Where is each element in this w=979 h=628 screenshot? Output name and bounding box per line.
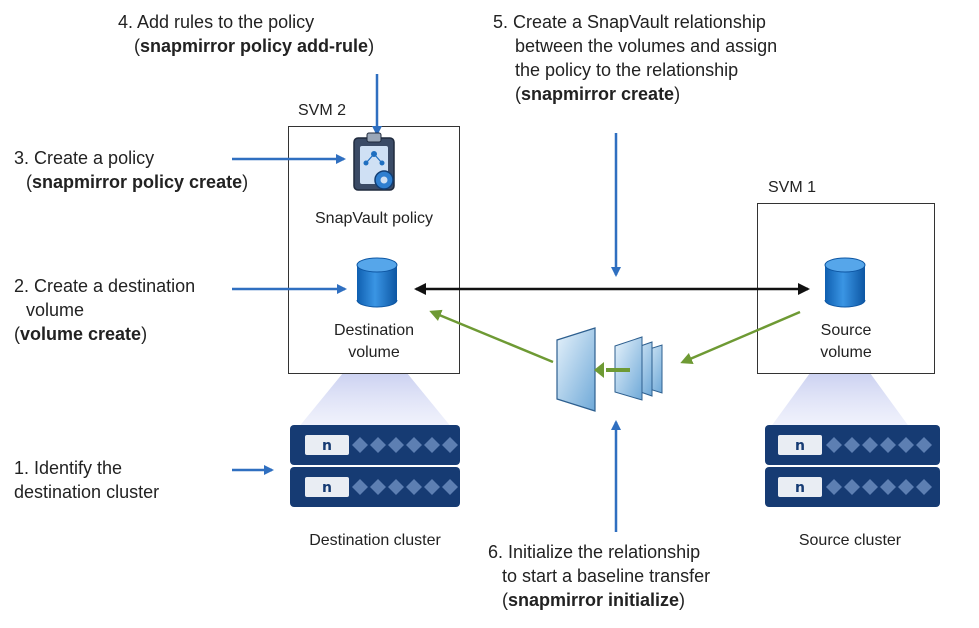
step2-line1: 2. Create a destination [14, 276, 196, 296]
destination-volume-line1: Destination [333, 322, 415, 339]
destination-beam [298, 373, 452, 428]
step1-line1: 1. Identify the [14, 458, 123, 478]
step1-line2: destination cluster [14, 482, 160, 502]
svg-text:n: n [322, 438, 332, 454]
destination-volume-line2: volume [348, 344, 400, 361]
source-cluster-label: Source cluster [798, 532, 902, 549]
source-volume-line1: Source [820, 322, 872, 339]
step3-command: snapmirror policy create [32, 172, 243, 192]
destination-cluster-label: Destination cluster [309, 532, 441, 549]
destination-volume-icon [356, 257, 398, 308]
svm1-title: SVM 1 [768, 179, 817, 196]
transfer-to-destination-arrow [429, 309, 554, 364]
source-volume-label: Source volume [757, 320, 935, 364]
step6-line2: to start a baseline transfer [502, 566, 711, 586]
step5-command-line: (snapmirror create) [515, 84, 681, 104]
step6-command-line: (snapmirror initialize) [502, 590, 686, 610]
step2-line2: volume [26, 300, 85, 320]
step3-label: 3. Create a policy (snapmirror policy cr… [14, 146, 248, 194]
step2-command: volume create [20, 324, 142, 344]
source-volume-line2: volume [820, 344, 872, 361]
step4-line1: 4. Add rules to the policy [118, 12, 315, 32]
step5-line3: the policy to the relationship [515, 60, 739, 80]
snapvault-transfer-icon [556, 327, 663, 412]
step2-label: 2. Create a destination volume (volume c… [14, 274, 195, 346]
step4-command: snapmirror policy add-rule [140, 36, 369, 56]
destination-volume-label: Destination volume [288, 320, 460, 364]
step3-line1: 3. Create a policy [14, 148, 155, 168]
svg-text:n: n [795, 438, 805, 454]
source-volume-icon [824, 257, 866, 308]
step5-command: snapmirror create [521, 84, 675, 104]
step6-line1: 6. Initialize the relationship [488, 542, 701, 562]
source-to-transfer-arrow [680, 310, 801, 364]
step6-command: snapmirror initialize [508, 590, 680, 610]
step4-command-line: (snapmirror policy add-rule) [134, 36, 375, 56]
step4-label: 4. Add rules to the policy (snapmirror p… [118, 10, 374, 58]
step5-line2: between the volumes and assign [515, 36, 778, 56]
destination-cluster-icon: n n [290, 425, 460, 507]
svg-text:n: n [322, 480, 332, 496]
step5-line1: 5. Create a SnapVault relationship [493, 12, 766, 32]
step3-command-line: (snapmirror policy create) [26, 172, 249, 192]
svm2-title: SVM 2 [298, 102, 347, 119]
step5-label: 5. Create a SnapVault relationship betwe… [493, 10, 777, 106]
step1-label: 1. Identify the destination cluster [14, 456, 159, 504]
step6-label: 6. Initialize the relationship to start … [488, 540, 710, 612]
snapvault-policy-label: SnapVault policy [315, 210, 433, 227]
source-beam [770, 373, 910, 428]
snapvault-policy-icon [353, 132, 395, 191]
svg-text:n: n [795, 480, 805, 496]
step2-command-line: (volume create) [14, 324, 148, 344]
source-cluster-icon: n n [765, 425, 940, 507]
